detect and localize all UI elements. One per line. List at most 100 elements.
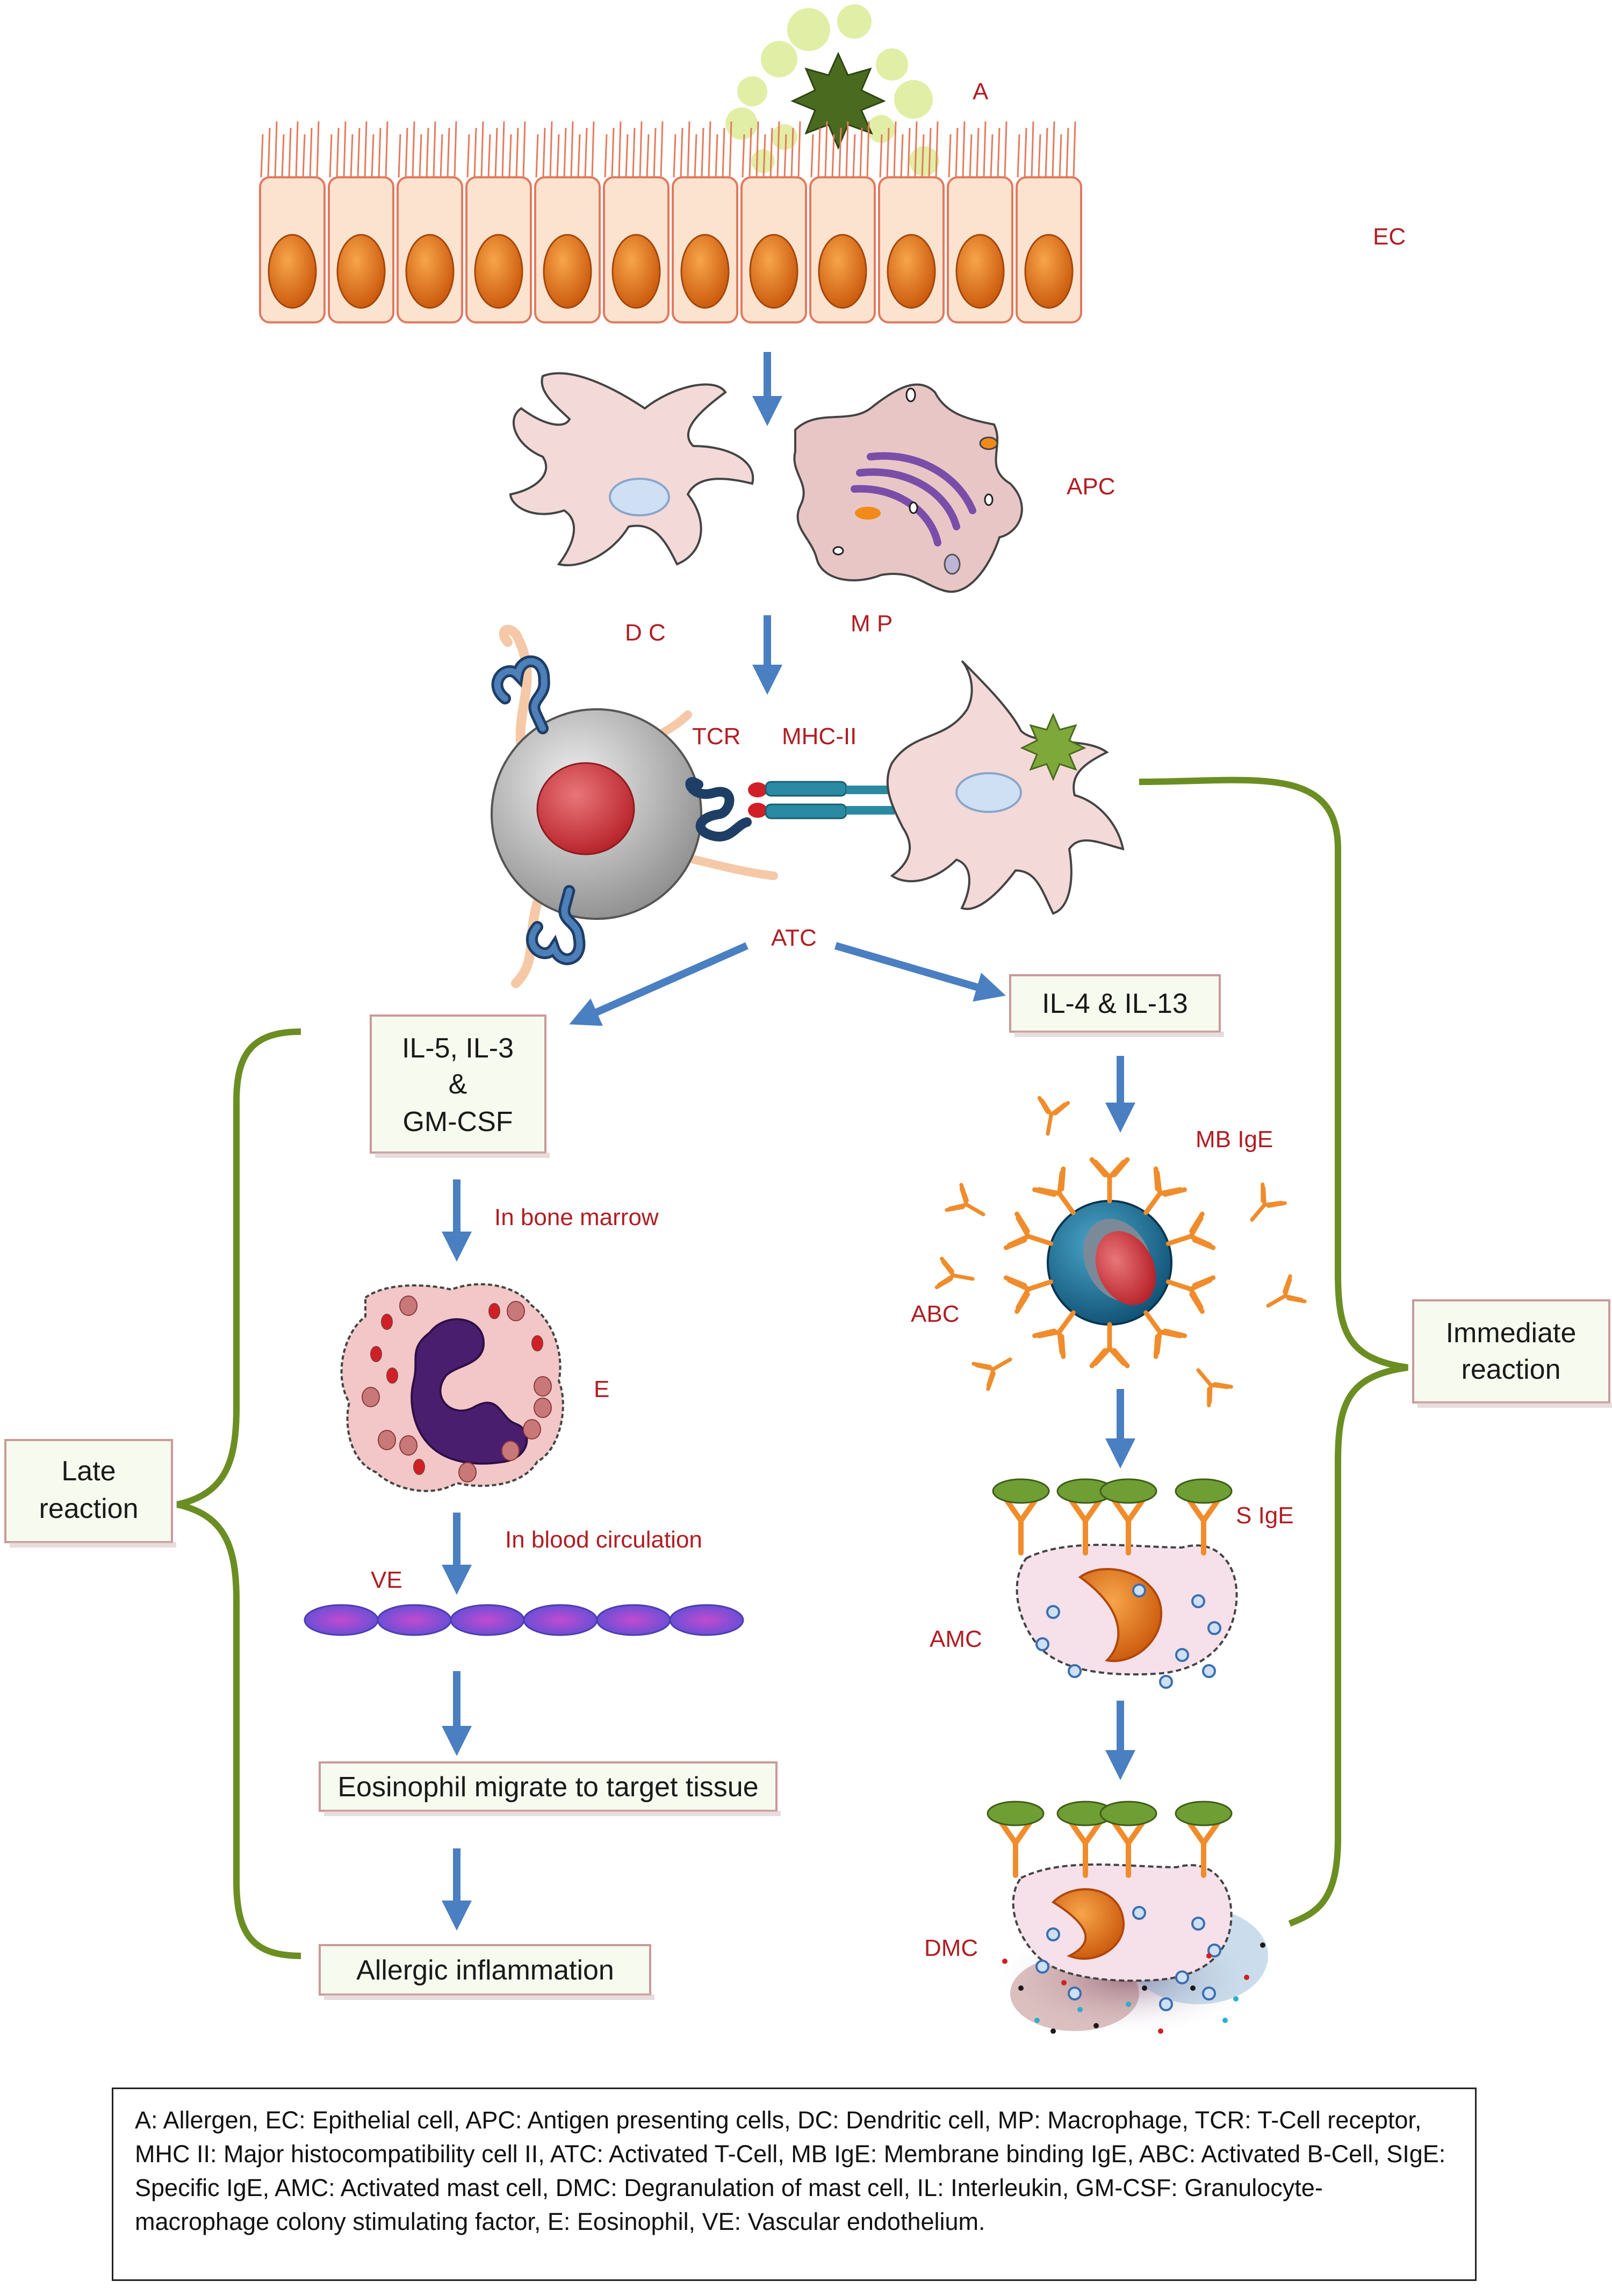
svg-text:Allergic inflammation: Allergic inflammation bbox=[356, 1955, 614, 1986]
mast-cell-granule bbox=[1175, 1970, 1189, 1984]
epithelial-nucleus bbox=[336, 234, 386, 309]
box-allergic-inflammation: Allergic inflammation bbox=[319, 1944, 654, 2000]
mediator-granule bbox=[1244, 1975, 1249, 1980]
ige-allergen-complex-icon bbox=[1056, 1801, 1114, 1878]
ige-allergen-complex-icon bbox=[1099, 1478, 1157, 1556]
ige-allergen-complex-icon bbox=[1175, 1478, 1233, 1556]
free-ige-icon bbox=[1196, 1368, 1233, 1408]
eosinophil-granule bbox=[531, 1335, 543, 1351]
epithelial-nucleus bbox=[543, 234, 592, 309]
eosinophil bbox=[340, 1283, 564, 1492]
endothelial-cell bbox=[596, 1604, 671, 1636]
epithelial-cell bbox=[465, 121, 532, 323]
allergen-particles bbox=[725, 4, 939, 176]
box-il5-il3-gmcsf: IL-5, IL-3 & GM-CSF bbox=[370, 1014, 550, 1158]
epithelial-nucleus bbox=[268, 234, 317, 309]
epithelial-nucleus bbox=[749, 234, 798, 309]
t-cell bbox=[491, 624, 778, 988]
mast-cell-granule bbox=[1068, 1986, 1082, 2000]
mediator-granule bbox=[1126, 2002, 1131, 2007]
activated-mast-cell bbox=[992, 1478, 1238, 1689]
mast-cell-granule bbox=[1207, 1944, 1221, 1957]
eosinophil-granule bbox=[523, 1419, 541, 1440]
mast-cell-granule bbox=[1046, 1605, 1060, 1619]
ige-allergen-complex-icon bbox=[1056, 1478, 1114, 1556]
svg-text:&: & bbox=[449, 1069, 467, 1100]
endothelial-cell bbox=[377, 1604, 452, 1636]
epithelial-nucleus bbox=[955, 234, 1005, 309]
eosinophil-granule bbox=[386, 1367, 398, 1384]
mast-cell-granule bbox=[1202, 1664, 1216, 1678]
membrane-ige-icon bbox=[1089, 1322, 1130, 1369]
svg-text:Late: Late bbox=[61, 1456, 116, 1487]
free-ige-icon bbox=[1266, 1274, 1307, 1308]
dendritic-cell bbox=[509, 372, 754, 566]
eosinophil-granule bbox=[488, 1303, 500, 1319]
tcr-synapse-icon bbox=[685, 777, 767, 841]
dendritic-nucleus bbox=[609, 478, 670, 516]
epithelial-nucleus bbox=[818, 234, 867, 309]
mediator-granule bbox=[1077, 2007, 1083, 2012]
mast-cell-granule bbox=[1191, 1917, 1205, 1931]
immediate-reaction-bracket bbox=[1139, 776, 1408, 1927]
mast-cell-granule bbox=[1046, 1927, 1060, 1941]
svg-text:IL-5, IL-3: IL-5, IL-3 bbox=[402, 1033, 514, 1064]
epithelial-cell bbox=[740, 121, 807, 323]
epithelial-cell bbox=[328, 121, 394, 323]
label-activated-b-cell: ABC bbox=[911, 1301, 959, 1327]
mediator-granule bbox=[1002, 1959, 1008, 1964]
epithelial-layer bbox=[259, 121, 1082, 323]
eosinophil-granule bbox=[399, 1435, 418, 1456]
legend-abbreviations: A: Allergen, EC: Epithelial cell, APC: A… bbox=[112, 2088, 1477, 2281]
membrane-ige-icon bbox=[1165, 1275, 1216, 1314]
late-reaction-bracket bbox=[176, 1028, 301, 1959]
epithelial-nucleus bbox=[474, 234, 523, 309]
label-dendritic-cell: D C bbox=[625, 620, 666, 646]
mast-cell-granule bbox=[1132, 1584, 1146, 1597]
membrane-ige-icon bbox=[1165, 1211, 1216, 1250]
label-vascular-endothelium: VE bbox=[371, 1567, 402, 1593]
ige-allergen-complex-icon bbox=[1175, 1801, 1233, 1878]
mast-cell-granule bbox=[1202, 1986, 1216, 2000]
label-mhc-ii: MHC-II bbox=[782, 723, 857, 750]
mediator-granule bbox=[1061, 1980, 1067, 1985]
mediator-granule bbox=[1190, 1985, 1196, 1991]
mast-cell-granule bbox=[1068, 1664, 1082, 1678]
label-in-bone-marrow: In bone marrow bbox=[494, 1204, 659, 1230]
mast-cell-granule bbox=[1035, 1637, 1049, 1651]
label-specific-ige: S IgE bbox=[1236, 1502, 1294, 1529]
membrane-ige-icon bbox=[1143, 1310, 1187, 1359]
membrane-ige-icon bbox=[1143, 1166, 1187, 1215]
mediator-granule bbox=[1222, 2018, 1228, 2023]
free-ige-icon bbox=[971, 1357, 1012, 1391]
label-eosinophil: E bbox=[594, 1376, 609, 1402]
eosinophil-granule bbox=[399, 1295, 418, 1316]
svg-text:GM-CSF: GM-CSF bbox=[402, 1106, 513, 1138]
endothelial-cell bbox=[304, 1604, 379, 1636]
mediator-granule bbox=[1034, 2018, 1040, 2023]
bound-allergen-icon bbox=[1020, 712, 1086, 781]
mhc-ii-molecule bbox=[765, 781, 895, 819]
mediator-granule bbox=[1233, 1996, 1239, 2002]
endothelial-cell bbox=[523, 1604, 598, 1636]
macrophage bbox=[793, 383, 1023, 593]
eosinophil-granule bbox=[381, 1314, 393, 1330]
mast-cell-granule bbox=[1035, 1960, 1049, 1974]
epithelial-nucleus bbox=[887, 234, 936, 309]
epithelial-cell bbox=[947, 121, 1013, 323]
mediator-granule bbox=[1050, 2028, 1056, 2034]
membrane-ige-icon bbox=[1003, 1275, 1054, 1314]
free-ige-icon bbox=[1037, 1096, 1070, 1136]
epithelial-cell bbox=[259, 121, 326, 323]
mediator-granule bbox=[1018, 1985, 1024, 1991]
label-in-blood-circulation: In blood circulation bbox=[505, 1527, 702, 1553]
mast-cell-granule bbox=[1159, 1675, 1173, 1689]
svg-text:reaction: reaction bbox=[1462, 1354, 1561, 1385]
membrane-ige-icon bbox=[1032, 1310, 1076, 1359]
mast-cell-granule bbox=[1132, 1906, 1146, 1920]
epithelial-cell bbox=[534, 121, 601, 323]
epithelial-cell bbox=[878, 121, 945, 323]
vascular-endothelium bbox=[304, 1604, 744, 1636]
mediator-granule bbox=[1158, 2028, 1163, 2034]
ige-allergen-complex-icon bbox=[1099, 1801, 1157, 1878]
